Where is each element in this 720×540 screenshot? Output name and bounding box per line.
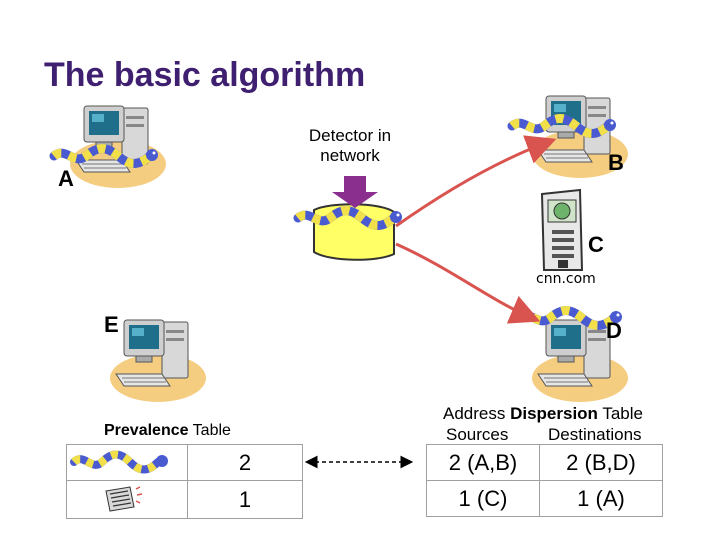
newspaper-icon bbox=[105, 486, 143, 512]
sources-cell: 2 (A,B) bbox=[426, 444, 540, 481]
dispersion-table: 2 (A,B) 2 (B,D) 1 (C) 1 (A) bbox=[426, 444, 663, 517]
detector-caption: Detector in network bbox=[290, 126, 410, 166]
table-row: 1 bbox=[66, 480, 303, 519]
prevalence-table-title: Prevalence Table bbox=[104, 422, 231, 440]
node-label-c: C bbox=[588, 232, 604, 257]
table-row: 2 (A,B) 2 (B,D) bbox=[426, 444, 663, 481]
dispersion-title-pre: Address bbox=[442, 404, 511, 423]
dispersion-title-word: Dispersion bbox=[510, 404, 598, 423]
prevalence-count: 1 bbox=[187, 480, 303, 519]
destinations-cell: 1 (A) bbox=[539, 480, 663, 517]
server-name-label: cnn.com bbox=[536, 271, 596, 287]
server-c-icon bbox=[540, 188, 584, 271]
prevalence-title-rest: Table bbox=[188, 422, 231, 439]
node-label-e: E bbox=[104, 312, 119, 337]
detector-caption-line2: network bbox=[320, 146, 380, 165]
worm-icon bbox=[70, 450, 168, 474]
detector-caption-line1: Detector in bbox=[308, 126, 392, 145]
dispersion-table-title: Address Dispersion Table bbox=[418, 404, 668, 424]
table-row: 2 bbox=[66, 444, 303, 481]
node-label-a: A bbox=[58, 166, 74, 191]
prevalence-table: 2 1 bbox=[66, 444, 303, 519]
page-title: The basic algorithm bbox=[44, 56, 366, 94]
arrow-to-d bbox=[395, 242, 541, 324]
prevalence-count: 2 bbox=[187, 444, 303, 481]
node-label-b: B bbox=[608, 150, 624, 175]
table-row: 1 (C) 1 (A) bbox=[426, 480, 663, 517]
worm-signature-cell bbox=[66, 444, 188, 481]
dispersion-title-bold: Dispersion bbox=[510, 404, 598, 423]
arrow-to-b bbox=[395, 135, 557, 228]
col-header-sources: Sources bbox=[446, 425, 509, 444]
destinations-cell: 2 (B,D) bbox=[539, 444, 663, 481]
detector-icon bbox=[298, 176, 402, 261]
col-header-destinations: Destinations bbox=[548, 425, 642, 444]
computer-e-icon bbox=[109, 319, 207, 403]
dispersion-title-post: Table bbox=[597, 404, 643, 423]
content-signature-cell bbox=[66, 480, 188, 519]
prevalence-title-bold: Prevalence bbox=[104, 422, 189, 439]
node-label-d: D bbox=[606, 318, 622, 343]
sources-cell: 1 (C) bbox=[426, 480, 540, 517]
